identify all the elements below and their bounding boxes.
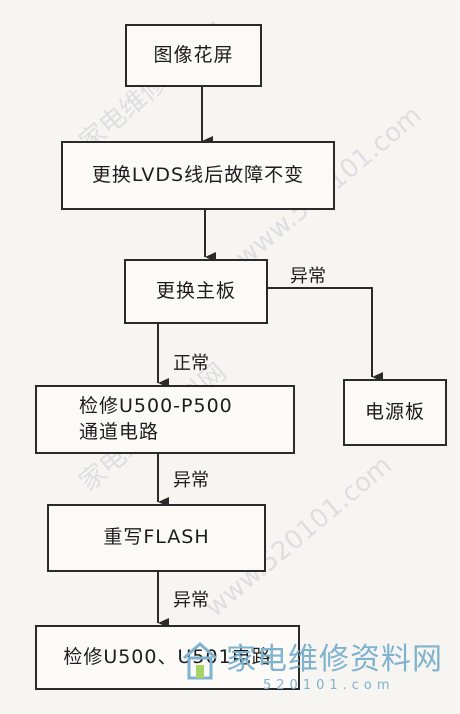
- node-text: 重写FLASH: [103, 526, 210, 549]
- node-replace-lvds: 更换LVDS线后故障不变: [61, 141, 335, 210]
- node-rewrite-flash: 重写FLASH: [47, 504, 266, 572]
- logo-text: 家电维修资料网: [226, 642, 443, 677]
- node-text-line: 检修U500-P500: [79, 394, 233, 417]
- node-replace-mainboard: 更换主板: [124, 259, 268, 324]
- edge-label-abnormal: 异常: [173, 590, 209, 611]
- node-text: 电源板: [364, 400, 425, 423]
- house-icon: [183, 642, 217, 680]
- node-text: 更换主板: [155, 279, 236, 302]
- watermark-logo: 家电维修资料网 520101.com: [168, 630, 458, 710]
- node-power-board: 电源板: [343, 379, 447, 446]
- arrow-n3-n4: [268, 287, 383, 382]
- logo-url: 520101.com: [263, 678, 395, 693]
- node-check-u500-p500: 检修U500-P500 通道电路: [35, 385, 295, 454]
- node-text-line: 通道电路: [79, 420, 160, 443]
- edge-label-abnormal: 异常: [173, 470, 209, 491]
- node-text-multiline: 检修U500-P500 通道电路: [79, 394, 233, 445]
- node-check-u500-u501: 检修U500、U501电路: [35, 625, 300, 690]
- node-image-glitch: 图像花屏: [125, 24, 262, 87]
- node-text: 更换LVDS线后故障不变: [91, 163, 305, 186]
- edge-label-abnormal: 异常: [290, 266, 326, 287]
- node-text: 检修U500、U501电路: [63, 645, 272, 668]
- node-text: 图像花屏: [153, 43, 234, 66]
- edge-label-normal: 正常: [173, 353, 209, 374]
